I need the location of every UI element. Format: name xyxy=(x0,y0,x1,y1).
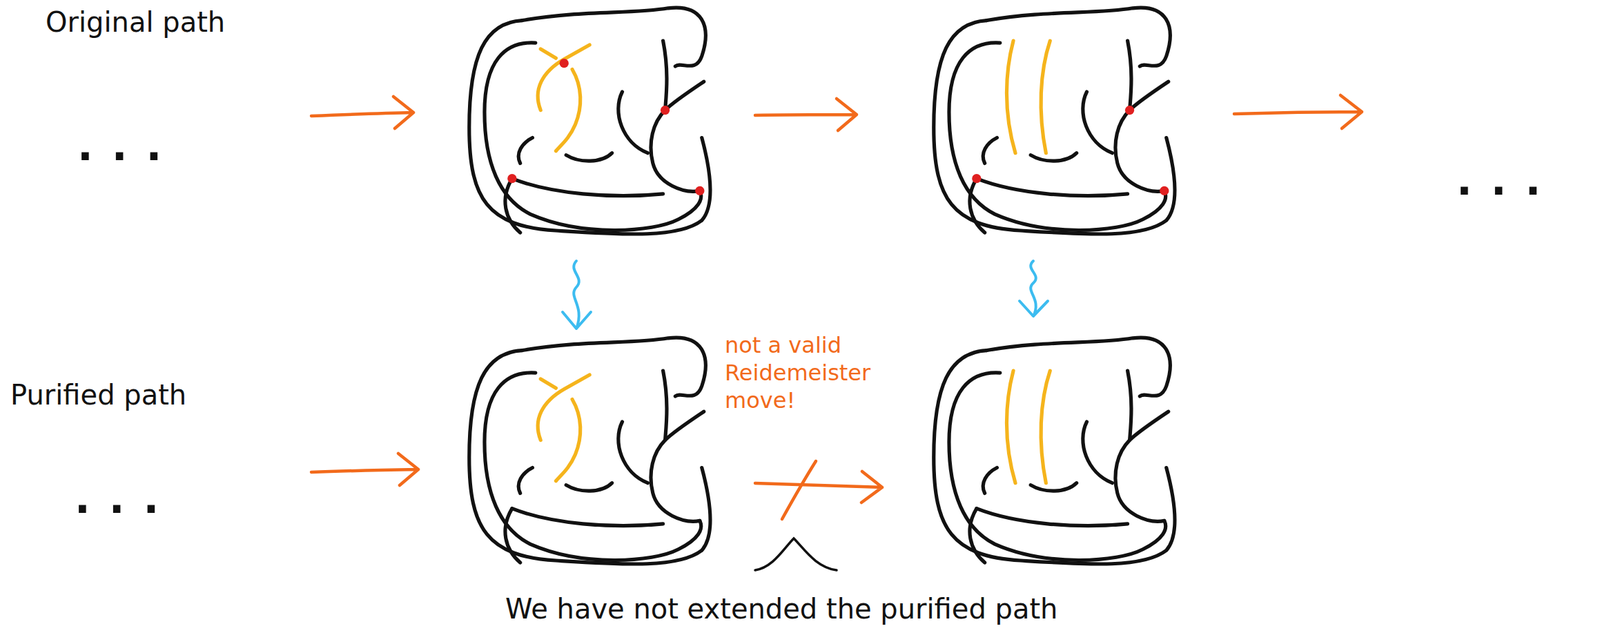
warning-note: not a valid Reidemeister move! xyxy=(724,331,898,415)
ellipsis: ... xyxy=(1456,155,1560,206)
ellipsis: ... xyxy=(77,120,181,171)
knot-purified-1 xyxy=(469,337,711,564)
knot-original-1 xyxy=(469,7,711,234)
caption-note: We have not extended the purified path xyxy=(505,592,1058,626)
knot-original-2 xyxy=(933,7,1175,234)
ellipsis: ... xyxy=(74,473,178,524)
row-label: Original path xyxy=(45,5,226,39)
row-label: Purified path xyxy=(10,378,187,412)
caret-bracket xyxy=(755,538,837,571)
knot-purified-2 xyxy=(933,337,1175,564)
path-arrows xyxy=(311,95,1362,520)
purify-arrows xyxy=(562,260,1048,329)
